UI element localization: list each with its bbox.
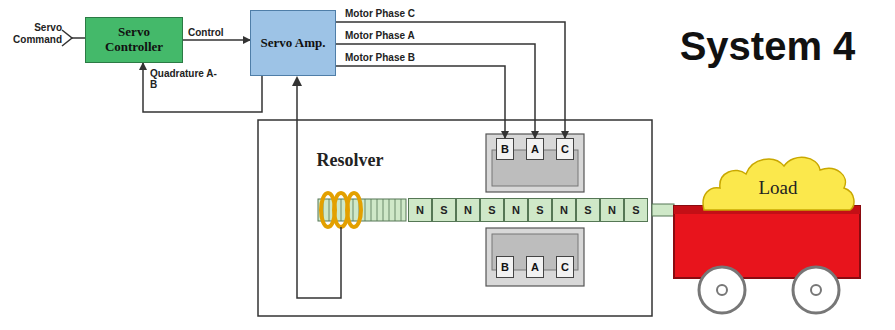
connector-label: Motor Phase B — [345, 52, 465, 63]
wagon-wheel — [699, 267, 745, 313]
amplifier-box: Servo Amp. — [250, 10, 336, 76]
node-text: Servo Controller — [92, 25, 176, 55]
node-text: B — [501, 143, 509, 155]
connector-label: Motor Phase A — [345, 30, 465, 41]
node-text: A — [531, 143, 539, 155]
node-text: A — [531, 261, 539, 273]
wagon-wheel — [793, 267, 839, 313]
stator-winding: B — [496, 138, 514, 160]
controller-box: Servo Controller — [85, 17, 183, 63]
magnet-pole: N — [408, 198, 432, 222]
input-wire — [72, 37, 85, 39]
wheel-hub — [717, 285, 727, 295]
cloud-outline — [703, 157, 854, 210]
magnet-pole: N — [504, 198, 528, 222]
load-cloud: Load — [700, 150, 856, 212]
diagram-title: System 4 — [655, 24, 880, 69]
wire-arrowhead — [292, 76, 302, 86]
wagon-body — [674, 206, 860, 278]
node-text: Servo Amp. — [261, 36, 326, 51]
motor-housing — [258, 120, 652, 316]
stator-winding: A — [526, 256, 544, 278]
connector-label: Motor Phase C — [345, 8, 465, 19]
signal-connector — [183, 39, 250, 41]
signal-connector — [336, 66, 505, 138]
node-text: Load — [758, 177, 797, 199]
output-shaft — [652, 204, 674, 216]
resolver-wire — [297, 84, 341, 298]
magnet-pole: N — [600, 198, 624, 222]
magnet-pole: S — [432, 198, 456, 222]
magnet-pole: S — [528, 198, 552, 222]
magnet-pole: S — [480, 198, 504, 222]
resolver-label: Resolver — [300, 150, 400, 171]
signal-connector — [336, 44, 535, 138]
magnet-pole: N — [456, 198, 480, 222]
connector-label: Quadrature A-B — [150, 68, 220, 90]
magnet-pole: N — [552, 198, 576, 222]
resolver-coil — [347, 193, 361, 227]
node-text: B — [501, 261, 509, 273]
magnet-pole: S — [624, 198, 648, 222]
stator-winding: B — [496, 256, 514, 278]
wheel-hub — [811, 285, 821, 295]
stator-bottom — [486, 228, 584, 286]
stator-winding: A — [526, 138, 544, 160]
stator-top — [486, 134, 584, 192]
node-text: C — [561, 261, 569, 273]
signal-connector — [336, 22, 565, 138]
magnet-pole: S — [576, 198, 600, 222]
input-chevron — [62, 30, 72, 46]
stator-winding: C — [556, 256, 574, 278]
connector-label: Control — [188, 27, 248, 38]
node-text: C — [561, 143, 569, 155]
stator-winding: C — [556, 138, 574, 160]
signal-connector — [143, 63, 262, 112]
input-label: Servo Command — [6, 22, 62, 45]
